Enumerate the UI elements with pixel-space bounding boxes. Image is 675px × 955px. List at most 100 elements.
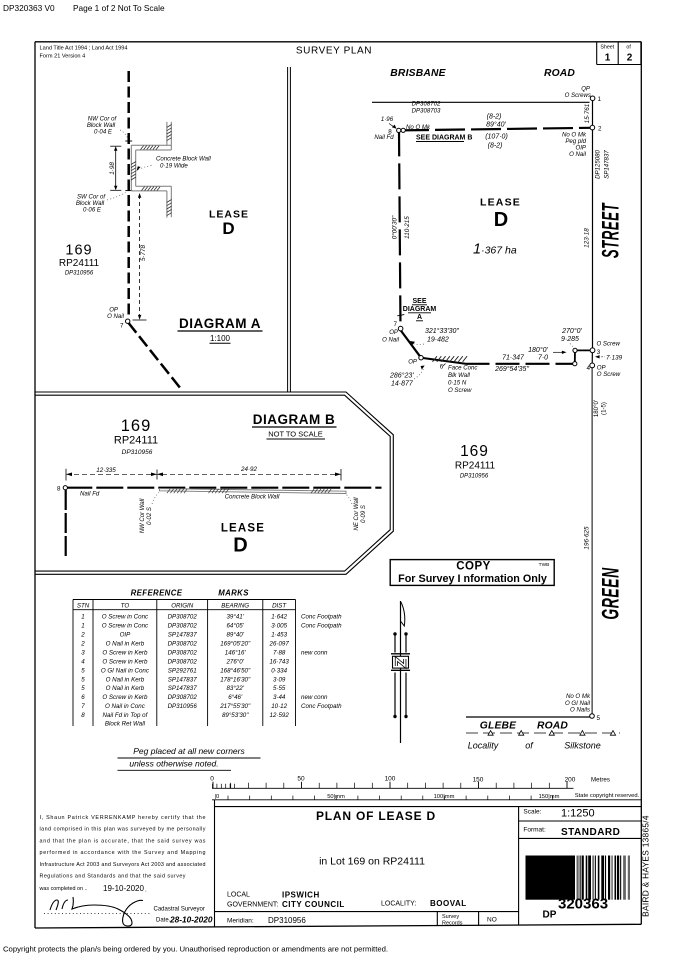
svg-text:in Lot 169 on RP24111: in Lot 169 on RP24111: [319, 856, 425, 868]
svg-text:LEASE: LEASE: [221, 523, 265, 535]
svg-text:Conc Footpath: Conc Footpath: [301, 614, 342, 621]
svg-text:DIAGRAM B: DIAGRAM B: [253, 412, 336, 427]
svg-text:SP292761: SP292761: [168, 667, 197, 674]
svg-text:O Screw: O Screw: [597, 341, 621, 348]
svg-text:10·12: 10·12: [271, 703, 287, 710]
svg-text:320363: 320363: [558, 896, 608, 913]
svg-text:was completed on ..: was completed on ..: [39, 886, 88, 892]
svg-text:276°0': 276°0': [225, 658, 244, 665]
svg-text:19·482: 19·482: [427, 337, 449, 344]
svg-text:DP310956: DP310956: [268, 916, 306, 925]
svg-text:169: 169: [65, 243, 92, 259]
svg-text:7: 7: [120, 323, 124, 330]
svg-text:12·592: 12·592: [270, 712, 290, 719]
svg-text:SP147837: SP147837: [168, 685, 197, 692]
svg-text:0·19 Wide: 0·19 Wide: [160, 163, 188, 170]
svg-text:DP308702: DP308702: [168, 694, 198, 701]
svg-text:123·18: 123·18: [584, 228, 591, 248]
svg-text:28-10-2020: 28-10-2020: [169, 915, 213, 925]
svg-text:12·335: 12·335: [96, 467, 116, 474]
svg-text:LEASE: LEASE: [209, 209, 249, 221]
svg-text:CITY COUNCIL: CITY COUNCIL: [282, 900, 345, 909]
svg-text:217°55'30": 217°55'30": [219, 703, 251, 710]
svg-text:Meridian:: Meridian:: [227, 918, 254, 925]
svg-text:BOOVAL: BOOVAL: [430, 899, 467, 908]
svg-text:RP24111: RP24111: [59, 258, 100, 269]
svg-text:DP308703: DP308703: [412, 108, 441, 115]
svg-text:DP310956: DP310956: [122, 449, 153, 456]
svg-text:3·09: 3·09: [273, 676, 286, 683]
svg-text:Conc Footpath: Conc Footpath: [301, 703, 342, 710]
svg-text:Cadastral Surveyor: Cadastral Surveyor: [154, 907, 205, 913]
svg-text:6°46': 6°46': [228, 694, 243, 701]
svg-text:NE Cor Wall: NE Cor Wall: [354, 497, 360, 531]
svg-text:1: 1: [81, 623, 84, 630]
svg-text:Land Title Act 1994 ; Land A: Land Title Act 1994 ; Land Act 1994: [40, 46, 128, 52]
svg-text:LOCALITY:: LOCALITY:: [381, 901, 416, 908]
svg-text:O Nail in Kerb: O Nail in Kerb: [106, 640, 145, 647]
svg-text:OP: OP: [389, 329, 399, 336]
svg-text:14·877: 14·877: [391, 381, 414, 388]
svg-text:No O Mk: No O Mk: [566, 693, 591, 700]
svg-text:180°0': 180°0': [593, 400, 600, 417]
svg-text:O GI Nail: O GI Nail: [565, 700, 591, 707]
svg-text:O Screw in Kerb: O Screw in Kerb: [102, 694, 148, 701]
svg-text:ROAD: ROAD: [537, 721, 568, 732]
svg-text:OP: OP: [408, 359, 418, 366]
svg-text:5·778: 5·778: [140, 244, 147, 261]
svg-text:(1-5): (1-5): [600, 402, 607, 415]
svg-text:100|mm: 100|mm: [434, 794, 455, 800]
svg-text:16·743: 16·743: [270, 658, 290, 665]
svg-text:169: 169: [460, 443, 489, 460]
svg-text:DIAGRAM A: DIAGRAM A: [179, 316, 261, 331]
svg-text:Metres: Metres: [591, 777, 610, 784]
svg-text:3: 3: [81, 649, 85, 656]
svg-text:1·642: 1·642: [271, 614, 287, 621]
svg-text:O Screw: O Screw: [597, 371, 621, 378]
svg-text:0·04 E: 0·04 E: [94, 129, 113, 136]
svg-text:1·96: 1·96: [381, 116, 394, 123]
svg-text:Infrastructure Act 2003 and Su: Infrastructure Act 2003 and Surveyors Ac…: [40, 862, 206, 868]
svg-text:O Nail in Kerb: O Nail in Kerb: [106, 685, 145, 692]
svg-text:(8-2): (8-2): [487, 114, 502, 121]
svg-text:Regulations and Standards and: Regulations and Standards and that the s…: [40, 874, 186, 880]
svg-text:321°33'30": 321°33'30": [425, 327, 459, 335]
svg-text:O Screw in Kerb: O Screw in Kerb: [102, 649, 148, 656]
svg-text:SP147837: SP147837: [168, 632, 197, 639]
svg-text:REFERENCE: REFERENCE: [131, 589, 183, 598]
svg-text:Peg placed at all new cor: Peg placed at all new corners: [133, 746, 245, 756]
svg-text:NW Cor of: NW Cor of: [88, 116, 118, 123]
svg-text:3·44: 3·44: [273, 694, 286, 701]
svg-text:QP: QP: [581, 86, 591, 93]
svg-text:1:1250: 1:1250: [561, 808, 595, 820]
svg-text:1: 1: [81, 614, 84, 621]
svg-text:SP147837: SP147837: [604, 150, 611, 179]
svg-text:(8-2): (8-2): [488, 143, 503, 150]
svg-text:ORIGIN: ORIGIN: [171, 602, 194, 609]
svg-text:169: 169: [121, 417, 152, 435]
svg-text:6: 6: [81, 694, 85, 701]
svg-text:DIAGRAM: DIAGRAM: [403, 306, 437, 313]
svg-text:Survey: Survey: [442, 914, 459, 920]
svg-text:5: 5: [81, 676, 85, 683]
svg-text:2: 2: [627, 53, 633, 64]
svg-text:BAIRD & HAYES 13865/4: BAIRD & HAYES 13865/4: [641, 815, 651, 917]
svg-text:Locality: Locality: [468, 741, 499, 751]
svg-text:land comprised in this plan wa: land comprised in this plan was surveyed…: [40, 827, 206, 833]
svg-text:(107·0): (107·0): [485, 134, 508, 141]
svg-text:6: 6: [440, 364, 444, 371]
svg-text:DIST: DIST: [272, 602, 287, 609]
svg-text:OP: OP: [109, 307, 119, 314]
svg-text:89°53'30": 89°53'30": [222, 712, 249, 719]
svg-text:SW Cor of: SW Cor of: [77, 194, 106, 201]
svg-text:O Nail in Conc: O Nail in Conc: [105, 703, 146, 710]
svg-text:Concrete Block Wall: Concrete Block Wall: [156, 156, 211, 163]
svg-text:and that the plan is accurate,: and that the plan is accurate, that the …: [40, 838, 206, 844]
svg-text:DP308702: DP308702: [168, 658, 198, 665]
svg-text:4: 4: [586, 365, 590, 372]
svg-text:NOT TO SCALE: NOT TO SCALE: [268, 430, 323, 439]
svg-text:3·005: 3·005: [271, 623, 287, 630]
svg-text:Page 1 of 2 Not To Scale: Page 1 of 2 Not To Scale: [73, 3, 165, 13]
svg-text:Silkstone: Silkstone: [564, 741, 601, 751]
svg-text:1·453: 1·453: [271, 632, 287, 639]
